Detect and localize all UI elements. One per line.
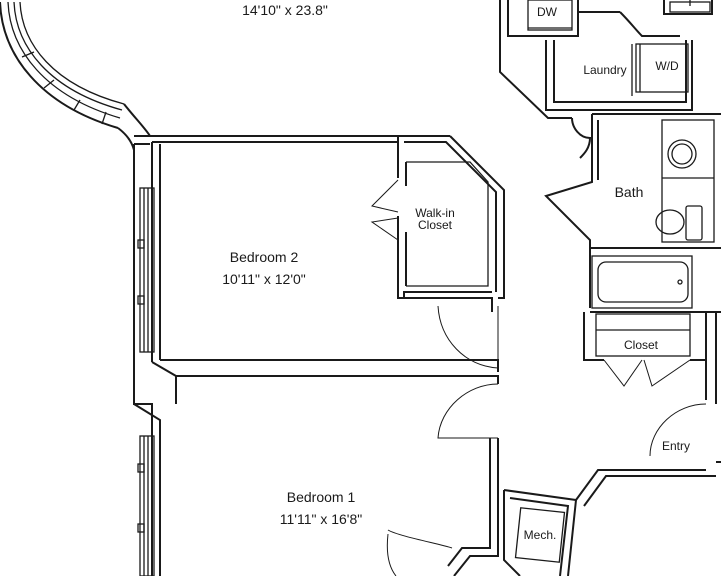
entry-area [575,312,721,507]
dishwasher-label: DW [537,5,558,19]
bedroom-1-walls [386,438,578,576]
bedroom-1-dimensions: 11'11" x 16'8" [280,511,363,527]
entry-door[interactable] [649,403,707,457]
living-room-bay-window [0,1,151,151]
bedroom-2-walls [151,135,505,362]
living-room-dimensions: 14'10" x 23.8" [242,2,328,18]
bath-area [544,113,721,313]
bedroom-1-label: Bedroom 1 [287,489,356,505]
laundry-label: Laundry [583,63,626,77]
bedroom-partition [133,144,499,576]
entry-label: Entry [662,439,690,453]
mech-label: Mech. [524,528,557,542]
walk-in-closet-label-line2: Closet [418,218,453,232]
laundry-area [499,0,713,119]
bedroom-2-label: Bedroom 2 [230,249,299,265]
bedroom-1-window [137,435,155,576]
bedroom-2-door[interactable] [437,305,499,369]
walk-in-closet-label-line1: Walk-in [415,206,455,220]
bedroom-2-dimensions: 10'11" x 12'0" [222,271,306,287]
closet-label: Closet [624,338,659,352]
bedroom-2-window [137,187,155,353]
bedroom-1-door[interactable] [437,383,499,439]
bath-label: Bath [615,184,644,200]
washer-dryer-label: W/D [655,59,679,73]
